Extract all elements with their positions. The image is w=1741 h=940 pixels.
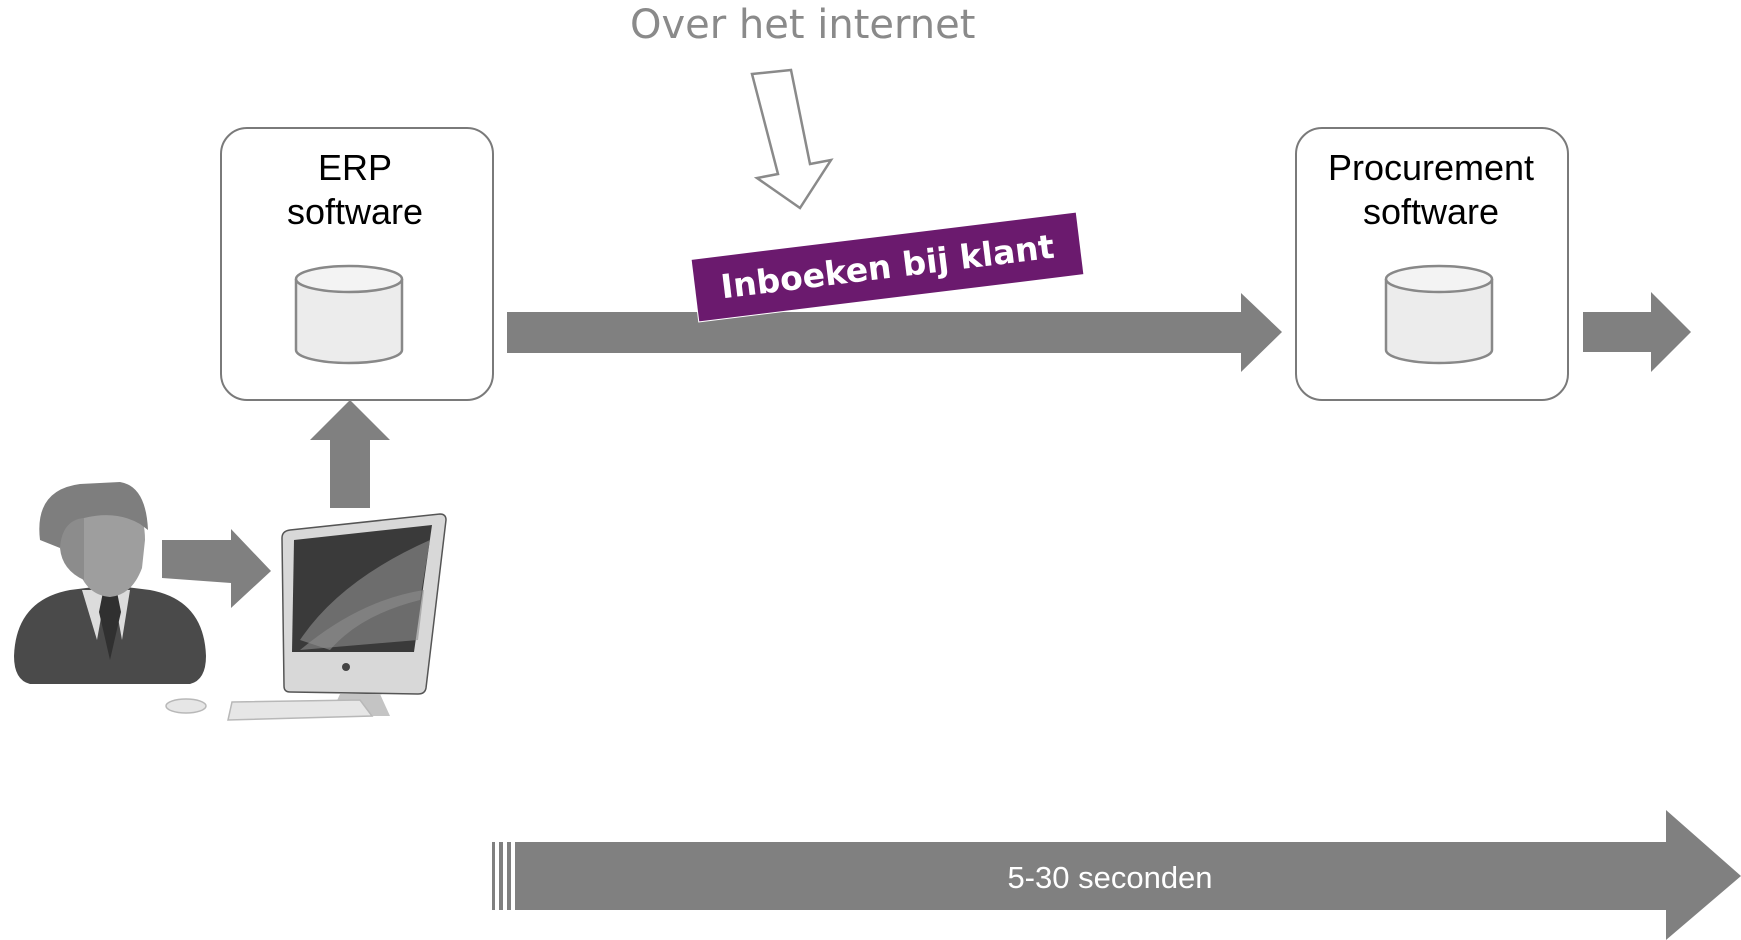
upward-arrow-icon [310, 400, 390, 508]
erp-box [220, 127, 494, 401]
erp-database-icon [294, 264, 404, 365]
procurement-title-line1: Procurement [1327, 147, 1535, 188]
user-to-computer-arrow-icon [162, 529, 271, 608]
flow-arrow-icon [507, 293, 1282, 372]
erp-title-line2: software [286, 191, 424, 232]
erp-software-label: ERP software [219, 146, 491, 234]
timeline-arrow-icon [492, 810, 1741, 940]
procurement-box [1295, 127, 1569, 401]
user-icon [14, 482, 206, 684]
erp-title-line1: ERP [317, 147, 393, 188]
procurement-database-icon [1384, 264, 1494, 365]
internet-label: Over het internet [630, 2, 976, 48]
computer-icon [165, 513, 447, 721]
outgoing-arrow-icon [1583, 292, 1691, 372]
procurement-title-line2: software [1362, 191, 1500, 232]
internet-arrow-icon [750, 68, 834, 210]
procurement-software-label: Procurement software [1295, 146, 1567, 234]
timeline-label: 5-30 seconden [1007, 860, 1213, 895]
